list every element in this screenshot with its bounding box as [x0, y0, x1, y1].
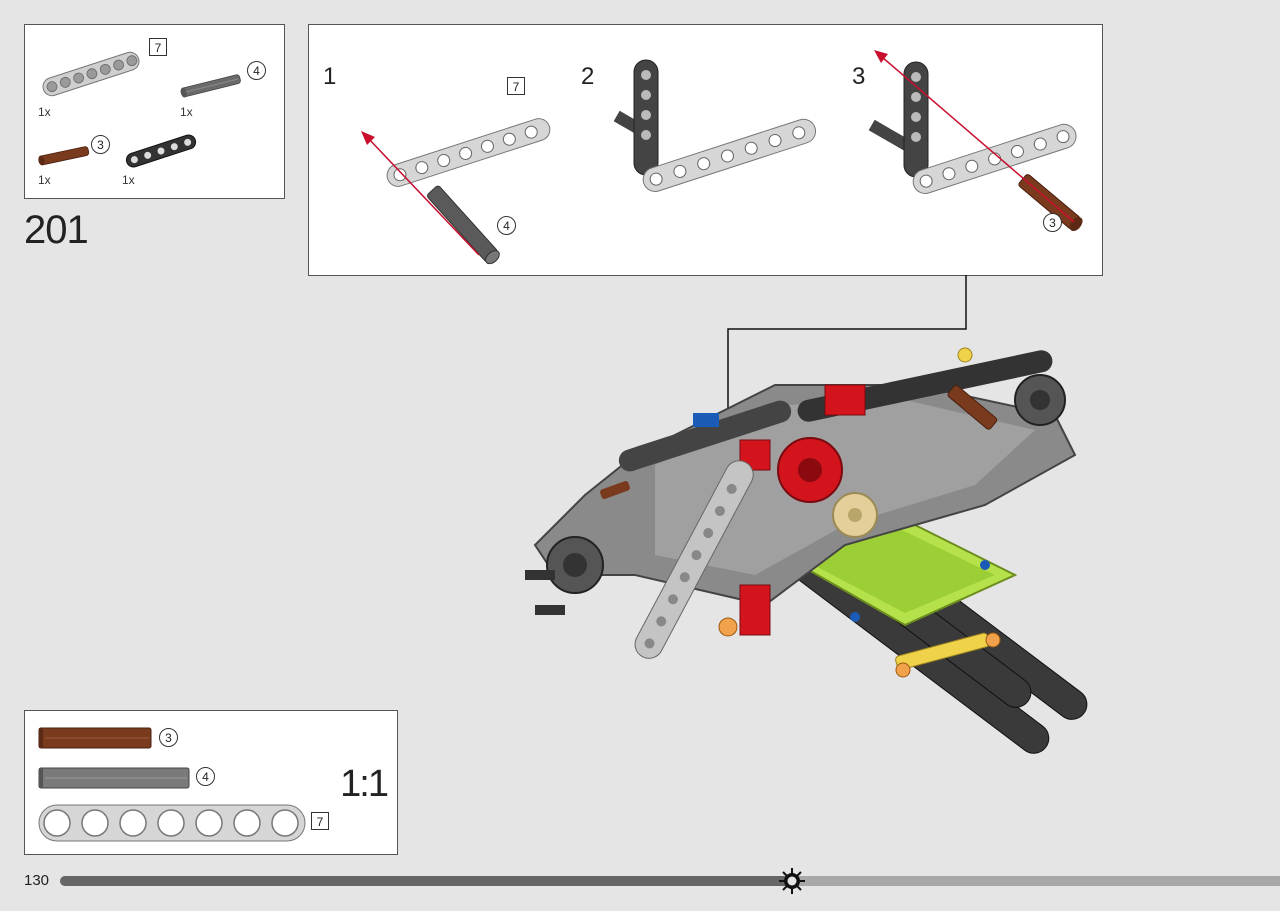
part-size-label: 3 — [1043, 213, 1062, 232]
scale-part-label: 3 — [159, 728, 178, 747]
light-gray-liftarm-icon — [42, 51, 140, 97]
substep-number: 1 — [323, 63, 337, 90]
brown-axle-icon — [38, 146, 90, 166]
scale-part-label: 7 — [311, 812, 329, 830]
substep-3-illustration — [868, 50, 1083, 232]
scale-reference-panel: 3 4 7 1:1 — [24, 710, 398, 855]
step-number: 201 — [24, 208, 89, 252]
scale-part-label: 4 — [196, 767, 215, 786]
part-size-label: 4 — [247, 61, 266, 80]
part-qty: 1x — [38, 105, 51, 119]
part-qty: 1x — [180, 105, 193, 119]
brown-axle-scale-icon — [38, 727, 152, 749]
part-size-label: 7 — [507, 77, 525, 95]
substep-number: 2 — [581, 63, 595, 90]
substeps-panel: 1 2 3 7 4 — [308, 24, 1103, 276]
part-size-label: 3 — [91, 135, 110, 154]
scale-ratio: 1:1 — [340, 763, 389, 805]
substep-2-illustration — [613, 59, 817, 192]
substep-1-illustration — [361, 118, 551, 265]
progress-fill — [60, 876, 792, 886]
progress-bar — [60, 868, 1280, 894]
parts-list-panel: 7 1x 4 1x 3 1x 1x — [24, 24, 285, 199]
dark-gray-axle-icon — [180, 74, 241, 98]
substep-number: 3 — [852, 63, 866, 90]
main-model-illustration — [525, 347, 1088, 754]
part-size-label: 4 — [497, 216, 516, 235]
part-qty: 1x — [38, 173, 51, 187]
part-size-label: 7 — [149, 38, 167, 56]
gear-icon — [779, 868, 805, 894]
gray-axle-scale-icon — [38, 767, 190, 789]
black-liftarm-icon — [125, 134, 197, 168]
liftarm-scale-icon — [38, 804, 306, 842]
part-qty: 1x — [122, 173, 135, 187]
page-number: 130 — [24, 872, 50, 889]
